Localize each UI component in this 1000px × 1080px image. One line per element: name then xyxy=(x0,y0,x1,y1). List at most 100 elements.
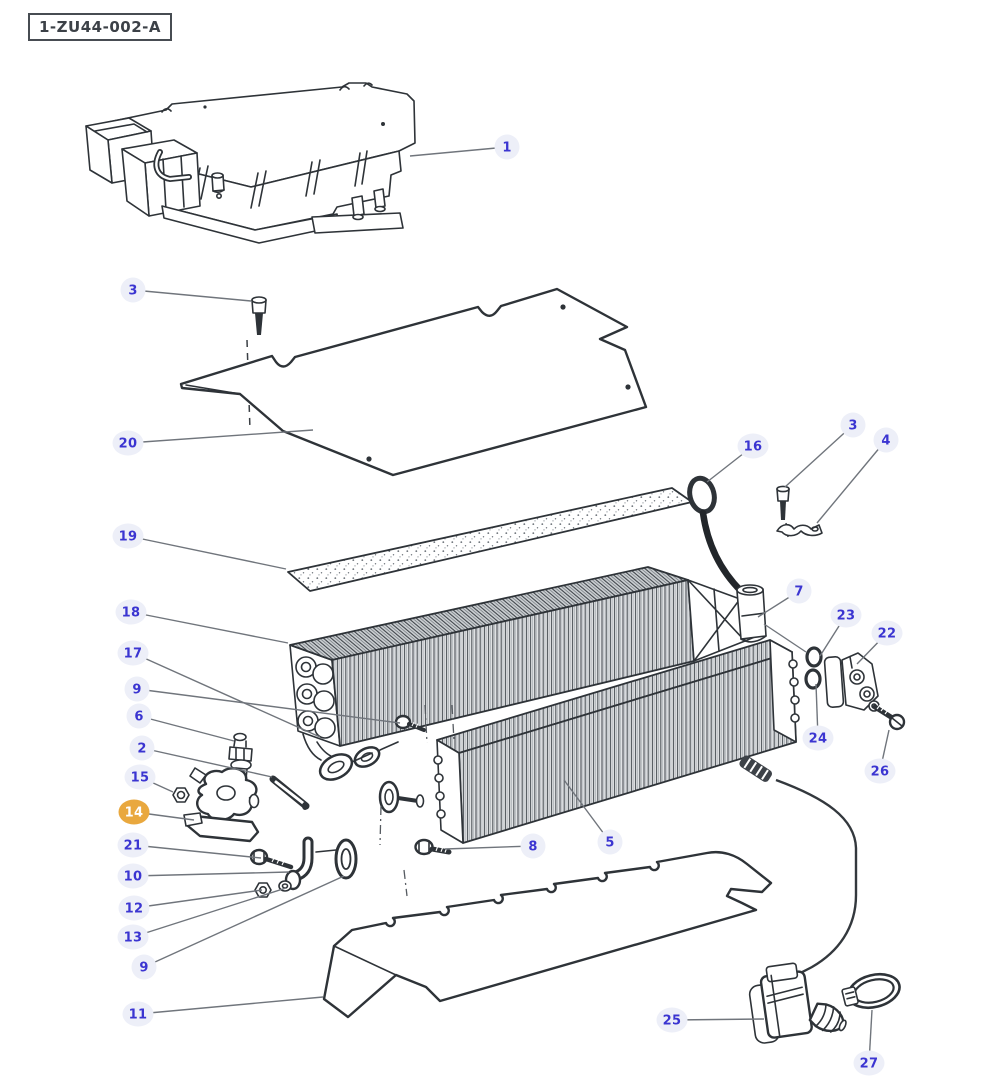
callout-9[interactable]: 9 xyxy=(131,954,157,980)
callout-badge xyxy=(117,832,149,858)
leader-line-6 xyxy=(138,715,235,742)
callout-number: 16 xyxy=(744,440,763,455)
leader-line-17 xyxy=(132,652,321,738)
leader-line-18 xyxy=(130,611,289,644)
callout-24[interactable]: 24 xyxy=(802,725,834,751)
callout-8[interactable]: 8 xyxy=(520,833,546,859)
callout-badge xyxy=(117,863,149,889)
part-water-valve xyxy=(183,767,260,843)
callout-badge xyxy=(802,725,834,751)
callout-9[interactable]: 9 xyxy=(124,676,150,702)
callout-number: 10 xyxy=(124,870,143,885)
callout-16[interactable]: 16 xyxy=(737,433,769,459)
leader-line-10 xyxy=(132,871,290,877)
callout-badge xyxy=(830,602,862,628)
callout-badge xyxy=(597,829,623,855)
leader-line-9 xyxy=(136,688,401,724)
part-nut-small xyxy=(172,787,190,803)
callout-number: 22 xyxy=(878,627,897,642)
part-evaporator-core xyxy=(433,639,800,844)
callout-13[interactable]: 13 xyxy=(117,924,149,950)
callout-badge xyxy=(129,735,155,761)
leader-line-3 xyxy=(784,424,854,488)
callout-26[interactable]: 26 xyxy=(864,758,896,784)
leader-line-9 xyxy=(143,875,345,968)
part-bolt-pipe-upper xyxy=(394,714,426,732)
callout-number: 24 xyxy=(809,732,828,747)
callout-badge xyxy=(853,1050,885,1076)
leader-line-1 xyxy=(409,146,508,157)
capillary-tube xyxy=(775,778,858,988)
callout-11[interactable]: 11 xyxy=(122,1001,154,1027)
callout-3[interactable]: 3 xyxy=(840,412,866,438)
callout-number: 11 xyxy=(129,1008,148,1023)
callout-number: 26 xyxy=(871,765,890,780)
callout-7[interactable]: 7 xyxy=(786,578,812,604)
callout-number: 8 xyxy=(528,840,537,855)
leader-line-21 xyxy=(132,844,262,859)
part-expansion-valve xyxy=(823,652,880,712)
callout-number: 21 xyxy=(124,839,143,854)
callout-2[interactable]: 2 xyxy=(129,735,155,761)
leader-line-13 xyxy=(132,887,287,938)
callout-27[interactable]: 27 xyxy=(853,1050,885,1076)
part-bolt-right xyxy=(776,485,790,538)
callout-6[interactable]: 6 xyxy=(126,703,152,729)
part-heater-core xyxy=(289,566,746,747)
callout-3[interactable]: 3 xyxy=(120,277,146,303)
drawing-reference-box: 1-ZU44-002-A xyxy=(28,13,172,41)
callout-14-highlighted[interactable]: 14 xyxy=(118,799,150,825)
part-thermostat-switch xyxy=(748,962,847,1044)
callout-number: 25 xyxy=(663,1014,682,1029)
callout-number: 19 xyxy=(119,530,138,545)
callout-5[interactable]: 5 xyxy=(597,829,623,855)
callout-badge xyxy=(131,954,157,980)
callout-badge xyxy=(124,676,150,702)
callout-badge xyxy=(120,277,146,303)
part-bolt-flange xyxy=(249,848,294,870)
callout-17[interactable]: 17 xyxy=(117,640,149,666)
leader-line-12 xyxy=(133,889,263,909)
callout-number: 5 xyxy=(605,836,614,851)
callout-badge xyxy=(117,924,149,950)
callout-badge xyxy=(124,764,156,790)
part-pipe-gaskets xyxy=(302,733,425,814)
callout-badge xyxy=(494,134,520,160)
callout-18[interactable]: 18 xyxy=(115,599,147,625)
callout-badge xyxy=(840,412,866,438)
leader-line-4 xyxy=(816,439,887,524)
callout-badge xyxy=(112,430,144,456)
part-pin xyxy=(269,775,310,810)
callout-number: 3 xyxy=(848,419,857,434)
callout-22[interactable]: 22 xyxy=(871,620,903,646)
callout-20[interactable]: 20 xyxy=(112,430,144,456)
leader-line-3 xyxy=(132,289,252,302)
callout-12[interactable]: 12 xyxy=(118,895,150,921)
callout-number: 15 xyxy=(131,771,150,786)
callout-15[interactable]: 15 xyxy=(124,764,156,790)
callout-4[interactable]: 4 xyxy=(873,427,899,453)
part-bolt-valve xyxy=(872,704,906,731)
callout-23[interactable]: 23 xyxy=(830,602,862,628)
part-hose-clamp xyxy=(841,972,901,1010)
callout-badge xyxy=(520,833,546,859)
callout-21[interactable]: 21 xyxy=(117,832,149,858)
callout-25[interactable]: 25 xyxy=(656,1007,688,1033)
callout-badge xyxy=(871,620,903,646)
callout-number: 1 xyxy=(502,141,511,156)
assembly-centerlines xyxy=(379,704,455,897)
part-elbow-pipe xyxy=(284,836,358,891)
part-washer xyxy=(278,880,292,892)
part-grommet xyxy=(687,475,745,595)
part-orings xyxy=(804,646,823,690)
part-clamp xyxy=(776,523,823,537)
callout-1[interactable]: 1 xyxy=(494,134,520,160)
callout-number: 6 xyxy=(134,710,143,725)
callout-10[interactable]: 10 xyxy=(117,863,149,889)
callout-badge xyxy=(122,1001,154,1027)
callout-badge xyxy=(126,703,152,729)
callout-badge xyxy=(864,758,896,784)
callout-19[interactable]: 19 xyxy=(112,523,144,549)
